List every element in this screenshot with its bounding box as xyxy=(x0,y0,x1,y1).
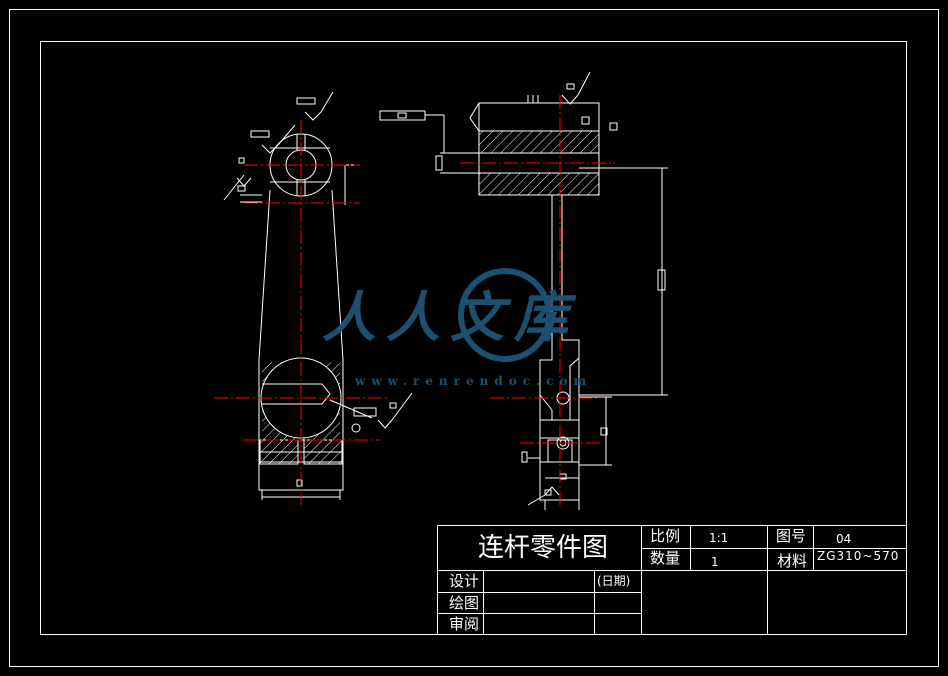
quantity-label: 数量 xyxy=(650,549,681,567)
reviewer-label: 审阅 xyxy=(449,615,480,633)
watermark-url: www.renrendoc.com xyxy=(355,374,593,388)
material-label: 材料 xyxy=(777,552,808,570)
drafter-label: 绘图 xyxy=(449,594,480,612)
small-end-section-bottom xyxy=(478,172,600,196)
designer-label: 设计 xyxy=(449,572,480,590)
scale-value: 1:1 xyxy=(709,531,729,545)
watermark-logo-text: 人人文库 xyxy=(322,285,578,349)
side-view xyxy=(379,71,668,510)
quantity-value: 1 xyxy=(711,555,719,569)
scale-label: 比例 xyxy=(650,527,681,545)
title-block xyxy=(437,525,907,635)
outer-frame xyxy=(9,9,939,667)
date-label: (日期) xyxy=(597,574,631,588)
drawing-number-label: 图号 xyxy=(776,527,807,545)
drawing-number-value: 04 xyxy=(836,532,852,546)
material-value: ZG310~570 xyxy=(817,549,900,563)
small-end-section-top xyxy=(478,130,600,154)
front-view-centerlines xyxy=(214,120,390,505)
drawing-title: 连杆零件图 xyxy=(478,533,609,563)
watermark-circle-icon xyxy=(458,268,552,362)
side-view-centerlines xyxy=(460,95,615,505)
